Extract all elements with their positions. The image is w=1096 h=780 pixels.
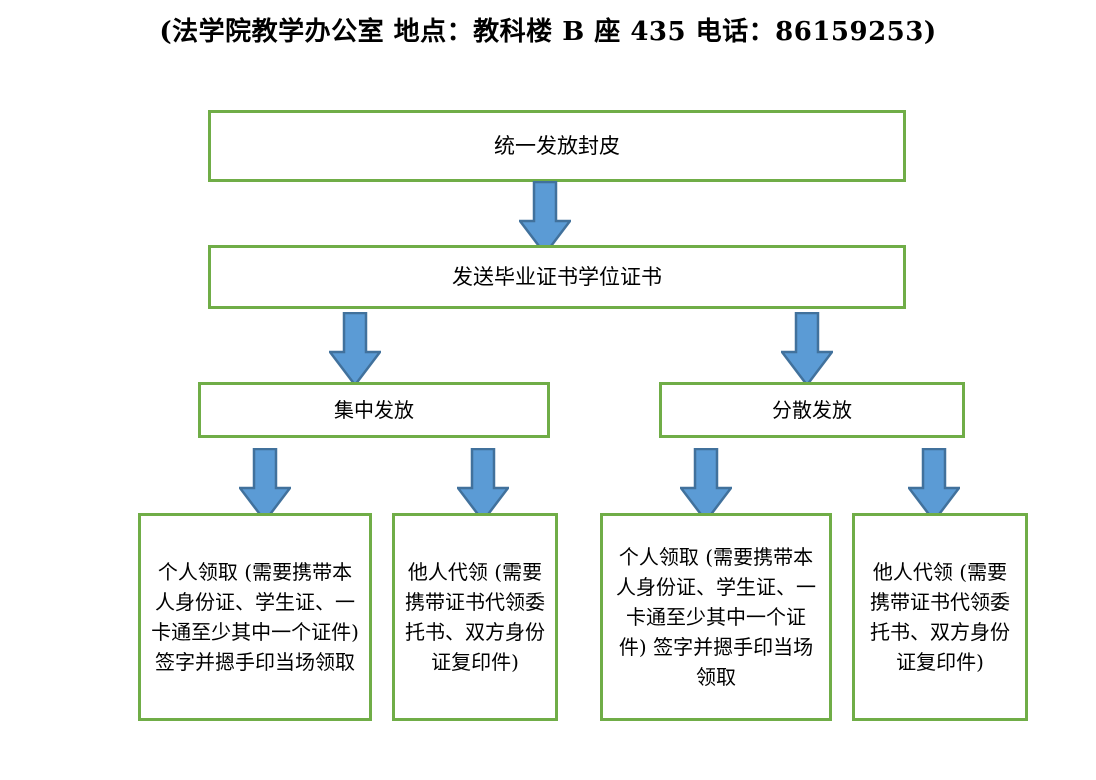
flow-node-label: 他人代领 (需要携带证书代领委托书、双方身份证复印件) <box>405 560 545 674</box>
flow-node-label: 个人领取 (需要携带本人身份证、学生证、一卡通至少其中一个证件) 签字并摁手印当… <box>616 545 816 689</box>
arrow-down-n2-n4 <box>781 312 833 386</box>
flow-node-label: 集中发放 <box>334 398 414 422</box>
flow-node-label: 他人代领 (需要携带证书代领委托书、双方身份证复印件) <box>870 560 1010 674</box>
arrow-down-n4-n8 <box>908 448 960 522</box>
flow-node-decentralized-distribution[interactable]: 分散发放 <box>659 382 965 438</box>
flow-node-centralized-distribution[interactable]: 集中发放 <box>198 382 550 438</box>
flow-node-proxy-pickup-centralized[interactable]: 他人代领 (需要携带证书代领委托书、双方身份证复印件) <box>392 513 558 721</box>
page-title: (法学院教学办公室 地点：教科楼 B 座 435 电话：86159253) <box>159 17 937 47</box>
flow-node-label: 发送毕业证书学位证书 <box>452 265 662 289</box>
arrow-down-n3-n6 <box>457 448 509 522</box>
arrow-down-n4-n7 <box>680 448 732 522</box>
flow-node-personal-pickup-decentralized[interactable]: 个人领取 (需要携带本人身份证、学生证、一卡通至少其中一个证件) 签字并摁手印当… <box>600 513 832 721</box>
flow-node-label: 分散发放 <box>772 398 852 422</box>
arrow-down-n2-n3 <box>329 312 381 386</box>
flow-node-unified-envelope[interactable]: 统一发放封皮 <box>208 110 906 182</box>
flow-node-label: 统一发放封皮 <box>494 134 620 158</box>
flow-node-send-certificates[interactable]: 发送毕业证书学位证书 <box>208 245 906 309</box>
flow-node-proxy-pickup-decentralized[interactable]: 他人代领 (需要携带证书代领委托书、双方身份证复印件) <box>852 513 1028 721</box>
arrow-down-n3-n5 <box>239 448 291 522</box>
flow-node-personal-pickup-centralized[interactable]: 个人领取 (需要携带本人身份证、学生证、一卡通至少其中一个证件) 签字并摁手印当… <box>138 513 372 721</box>
flow-node-label: 个人领取 (需要携带本人身份证、学生证、一卡通至少其中一个证件) 签字并摁手印当… <box>151 560 359 674</box>
arrow-down-n1-n2 <box>519 181 571 255</box>
